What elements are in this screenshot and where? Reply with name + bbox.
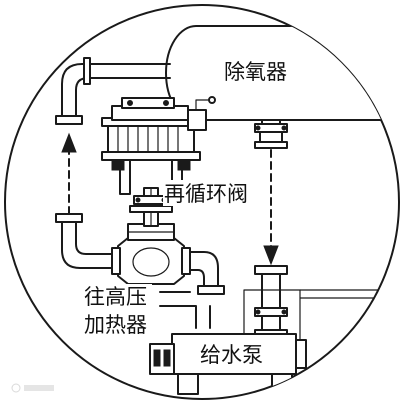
arrow-down-icon — [263, 245, 279, 266]
to-hp-heater-label-line2: 加热器 — [84, 313, 147, 337]
watermark-logo — [11, 383, 54, 393]
deaerator-label: 除氧器 — [224, 60, 287, 84]
feed-pump — [149, 333, 307, 395]
recirculation-valve-label: 再循环阀 — [164, 182, 248, 206]
inlet-pipe — [61, 219, 129, 269]
to-hp-heater-label-line1: 往高压 — [84, 285, 147, 309]
arrow-up-icon — [61, 132, 77, 153]
outlet-pipe — [189, 251, 219, 293]
deaerator-outlet — [254, 119, 288, 149]
valve-body — [111, 223, 191, 285]
pump-inlet — [243, 265, 398, 341]
valve-actuator — [101, 96, 216, 227]
hp-heater-pipe — [159, 291, 211, 329]
circular-frame — [4, 4, 400, 400]
return-pipe — [61, 63, 171, 123]
feed-pump-label: 给水泵 — [200, 343, 263, 367]
